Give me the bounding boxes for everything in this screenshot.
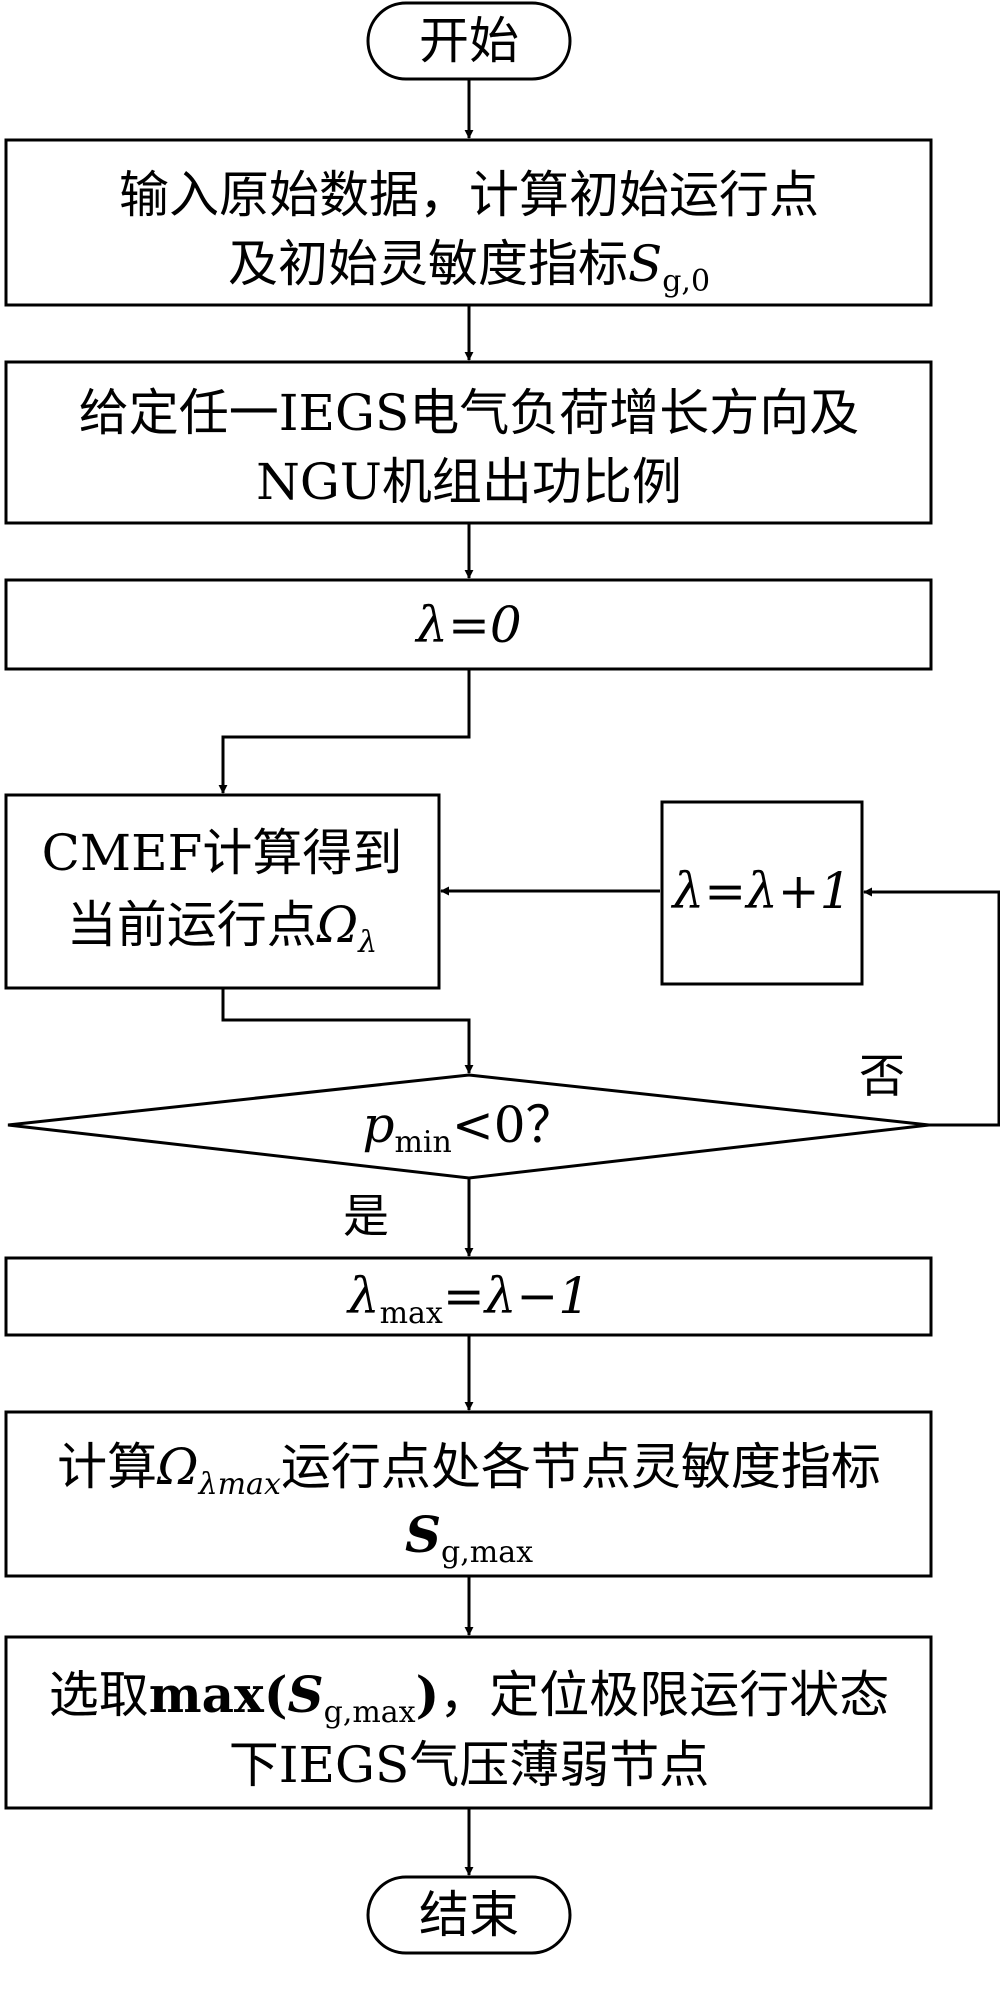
increment-label: λ=λ+1 [671, 862, 852, 920]
sensitivity-node: 计算Ωλmax运行点处各节点灵敏度指标 Sg,max [4, 1410, 933, 1578]
lambda-max-label: λmax=λ−1 [346, 1267, 590, 1331]
end-label: 结束 [419, 1886, 519, 1944]
start-node: 开始 [366, 1, 572, 81]
arrow-cmef-to-decision [221, 988, 474, 1074]
sensitivity-line1: 计算Ωλmax运行点处各节点灵敏度指标 [57, 1438, 881, 1502]
sensitivity-line2: Sg,max [405, 1505, 533, 1570]
cmef-node: CMEF计算得到 当前运行点Ωλ [4, 793, 441, 990]
start-label: 开始 [419, 12, 519, 70]
direction-line1: 给定任一IEGS电气负荷增长方向及 [79, 384, 859, 442]
cmef-line2: 当前运行点Ωλ [67, 896, 377, 960]
branch-no-label: 否 [859, 1049, 905, 1103]
lambda-max-node: λmax=λ−1 [4, 1256, 933, 1337]
lambda-init-label: λ=0 [414, 596, 521, 654]
lambda-init-node: λ=0 [4, 578, 933, 671]
input-line2: 及初始灵敏度指标Sg,0 [228, 235, 710, 299]
select-max-node: 选取max(Sg,max)，定位极限运行状态 下IEGS气压薄弱节点 [4, 1635, 933, 1810]
direction-line2: NGU机组出功比例 [256, 453, 682, 511]
cmef-line1: CMEF计算得到 [42, 824, 403, 882]
input-data-node: 输入原始数据，计算初始运行点 及初始灵敏度指标Sg,0 [4, 138, 933, 307]
decision-label: pmin<0？ [362, 1096, 575, 1160]
branch-yes-label: 是 [343, 1189, 389, 1243]
arrow-decision-no-loop [863, 887, 1000, 1127]
arrow-lambda0-to-cmef [218, 669, 471, 794]
select-line2: 下IEGS气压薄弱节点 [229, 1736, 709, 1794]
decision-node: pmin<0？ [7, 1073, 930, 1180]
load-direction-node: 给定任一IEGS电气负荷增长方向及 NGU机组出功比例 [4, 360, 933, 525]
input-line1: 输入原始数据，计算初始运行点 [119, 166, 819, 224]
increment-node: λ=λ+1 [660, 800, 864, 986]
end-node: 结束 [366, 1875, 572, 1955]
select-line1: 选取max(Sg,max)，定位极限运行状态 [49, 1665, 890, 1730]
